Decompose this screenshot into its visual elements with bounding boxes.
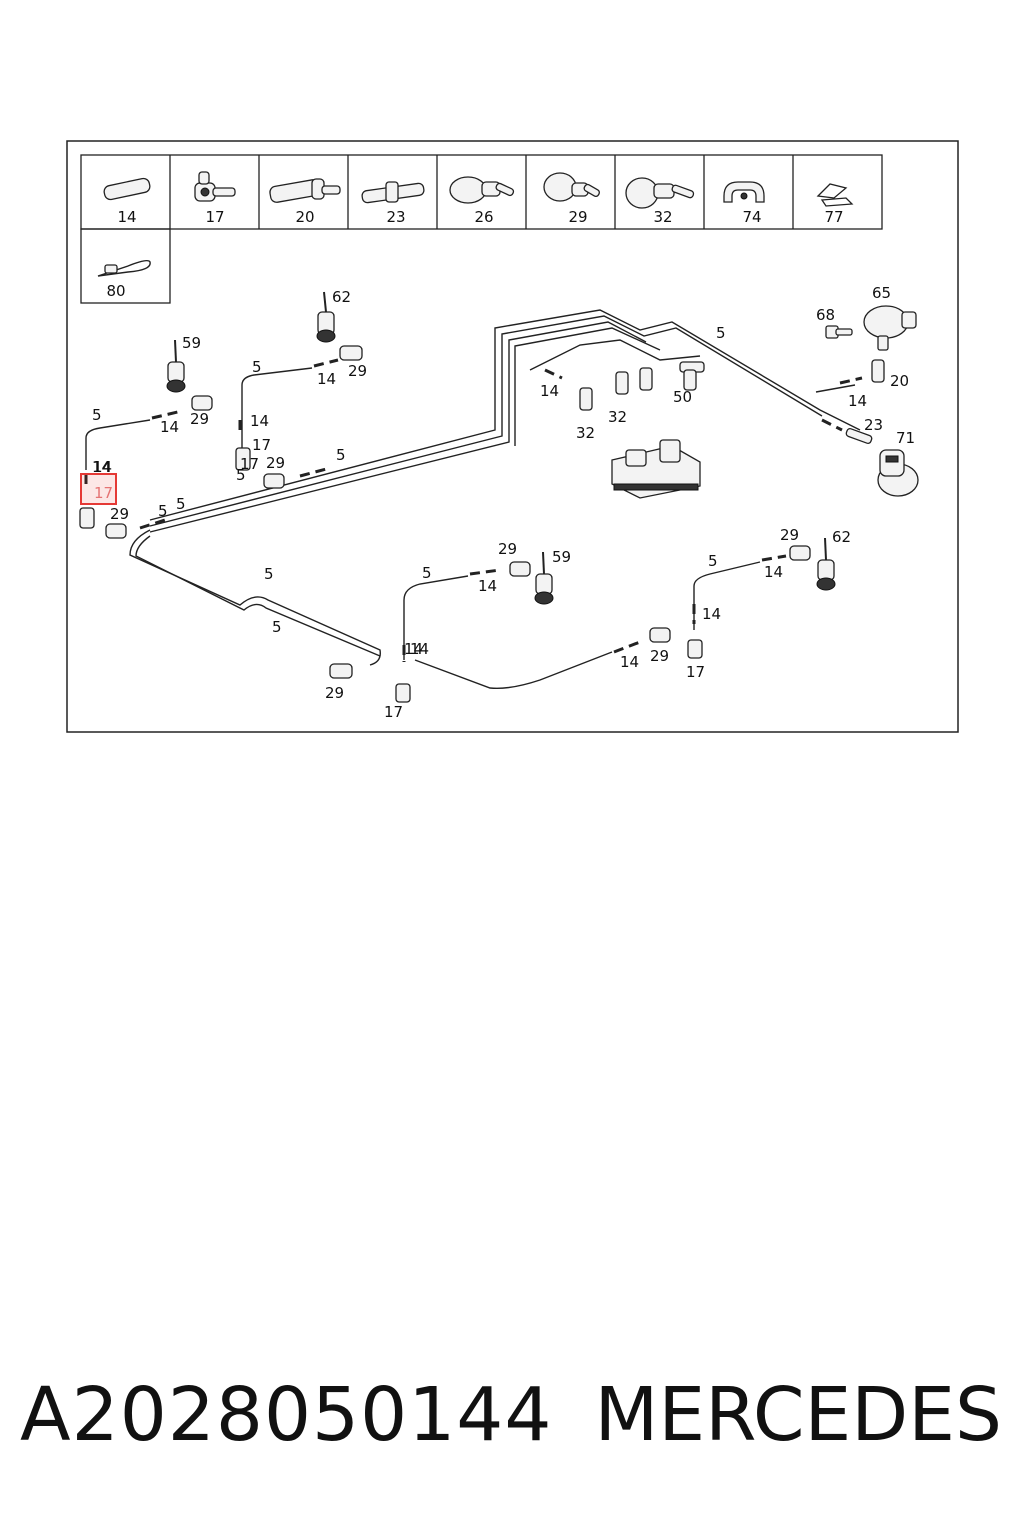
callout-label: 59 — [552, 548, 571, 566]
callout-label: 32 — [576, 424, 595, 442]
callout-label: 5 — [716, 324, 726, 342]
callout-label: 17 — [240, 455, 259, 473]
fitting-32-icons — [579, 367, 653, 411]
callout-label: 14 — [160, 418, 179, 436]
sensor-59-front-icon — [166, 339, 186, 393]
callout-label: 32 — [608, 408, 627, 426]
straight-fitting-icon — [625, 177, 695, 209]
callout-label: 14 — [410, 640, 429, 658]
highlight-label: 17 — [94, 484, 113, 502]
callout-label: 68 — [816, 306, 835, 324]
callout-label: 5 — [708, 552, 718, 570]
angle-fitting-icon — [449, 176, 515, 204]
callout-label: 14 — [620, 653, 639, 671]
bracket-icon — [816, 183, 854, 207]
callout-label: 5 — [92, 406, 102, 424]
sensor-59-rear-icon — [534, 551, 554, 605]
callout-label: 17 — [686, 663, 705, 681]
legend-label-17: 17 — [205, 208, 224, 226]
highlight-box[interactable] — [80, 473, 117, 505]
legend-label-80: 80 — [106, 282, 125, 300]
callout-label: 14 — [404, 640, 423, 658]
callout-label: 14 — [848, 392, 867, 410]
callout-label: 14 — [92, 458, 111, 476]
callout-label: 29 — [780, 526, 799, 544]
callout-label: 50 — [673, 388, 692, 406]
screw-68-icon — [825, 325, 853, 339]
diagram-frame — [66, 140, 959, 733]
callout-label: 20 — [890, 372, 909, 390]
brand-name: MERCEDES — [594, 1372, 1002, 1458]
elbow-connector-icon — [194, 171, 236, 202]
air-pump-unit-icon — [611, 439, 701, 499]
callout-label: 5 — [252, 358, 262, 376]
callout-label: 29 — [325, 684, 344, 702]
callout-label: 29 — [348, 362, 367, 380]
legend-label-26: 26 — [474, 208, 493, 226]
callout-label: 5 — [236, 466, 246, 484]
callout-label: 59 — [182, 334, 201, 352]
fitting-50-icon — [679, 361, 705, 391]
sensor-62-rear-icon — [816, 537, 836, 591]
callout-label: 29 — [650, 647, 669, 665]
rear-pipe-run — [85, 367, 856, 690]
damper-71-icon — [877, 449, 919, 497]
connector-23-icon — [845, 427, 873, 445]
connector-20-icon — [871, 359, 885, 383]
callout-label: 5 — [422, 564, 432, 582]
legend-label-23: 23 — [386, 208, 405, 226]
callout-label: 5 — [176, 495, 186, 513]
legend-label-14: 14 — [117, 208, 136, 226]
callout-label: 62 — [332, 288, 351, 306]
reservoir-65-icon — [863, 305, 917, 351]
straight-connector-icon — [103, 177, 151, 201]
callout-label: 62 — [832, 528, 851, 546]
fitting-17-icons — [79, 447, 703, 703]
legend-label-77: 77 — [824, 208, 843, 226]
part-number: A2028050144 — [20, 1372, 553, 1458]
callout-label: 5 — [158, 502, 168, 520]
sensor-62-front-icon — [316, 291, 336, 343]
callout-label: 29 — [498, 540, 517, 558]
callout-label: 14 — [702, 605, 721, 623]
caption-bar: A2028050144 MERCEDES — [0, 1372, 1024, 1472]
callout-label: 14 — [250, 412, 269, 430]
callout-label: 17 — [252, 436, 271, 454]
inline-connector-icon — [361, 181, 425, 204]
parts-diagram: 14 17 20 23 26 29 32 74 77 80 — [66, 140, 959, 733]
callout-label: 29 — [190, 410, 209, 428]
callout-label: 71 — [896, 429, 915, 447]
legend-label-74: 74 — [742, 208, 761, 226]
legend-label-20: 20 — [295, 208, 314, 226]
callout-label: 5 — [272, 618, 282, 636]
elbow-fitting-icon — [543, 172, 600, 202]
angled-connector-icon — [269, 178, 341, 203]
legend-label-32: 32 — [653, 208, 672, 226]
callout-label: 65 — [872, 284, 891, 302]
hose-segments — [84, 358, 863, 662]
callout-label: 14 — [93, 458, 112, 476]
callout-label: 29 — [110, 505, 129, 523]
callout-label: 5 — [336, 446, 346, 464]
callout-label: 23 — [864, 416, 883, 434]
legend-label-29: 29 — [568, 208, 587, 226]
callout-label: 14 — [540, 382, 559, 400]
callout-label: 29 — [266, 454, 285, 472]
callout-label: 17 — [384, 703, 403, 721]
cable-tie-icon — [97, 259, 151, 277]
callout-label: 5 — [264, 565, 274, 583]
callout-label: 14 — [478, 577, 497, 595]
callout-label: 14 — [764, 563, 783, 581]
callout-label: 14 — [317, 370, 336, 388]
legend-table — [80, 154, 883, 304]
pipe-bundle — [149, 309, 861, 533]
clip-icon — [723, 181, 765, 203]
fitting-29-icons — [105, 345, 811, 679]
